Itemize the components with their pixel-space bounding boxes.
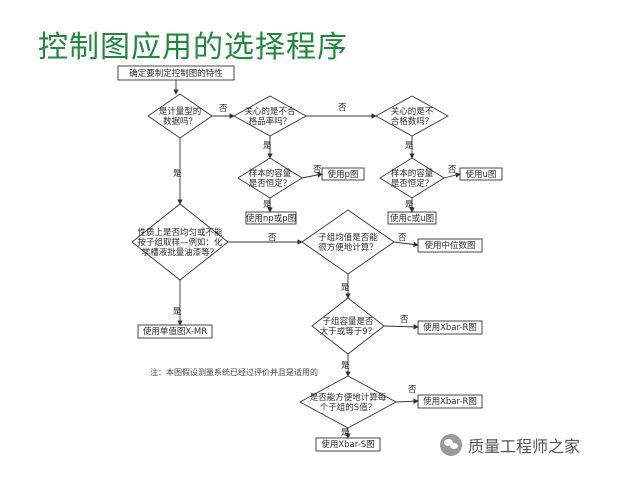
- use-u-text: 使用u图: [466, 169, 497, 180]
- edge-label-no-1: 否: [219, 104, 228, 114]
- use-xbar-s-text: 使用Xbar-S图: [321, 439, 374, 450]
- decision-homog-line2: 按子组取样—例如：化: [137, 237, 223, 248]
- decision-size9-line2: 大于或等于9？: [320, 326, 376, 337]
- edge-label-yes-6: 是: [173, 307, 182, 317]
- decision-rate-line1: 关心的是不合: [244, 106, 296, 117]
- edge-label-yes-9: 是: [341, 428, 350, 438]
- use-p-text: 使用p图: [328, 169, 359, 180]
- decision-calc-s-line2: 个子组的S值？: [320, 402, 376, 413]
- decision-sample2-line1: 样本的容量: [391, 168, 434, 179]
- edge-label-no-6: 否: [398, 233, 407, 243]
- edge-label-yes-1: 是: [263, 141, 272, 151]
- use-c-u-text: 使用c或u图: [390, 213, 434, 224]
- edge-label-yes-8: 是: [341, 361, 350, 371]
- decision-variable-line2: 数据吗？: [163, 116, 197, 127]
- use-median-text: 使用中位数图: [424, 240, 475, 251]
- edge-label-no-2: 否: [338, 103, 347, 113]
- watermark-text: 质量工程师之家: [468, 437, 581, 456]
- use-individual-text: 使用单值图X-MR: [143, 326, 207, 337]
- decision-median-line1: 子组均值是否能: [318, 232, 378, 243]
- decision-count-line1: 关心的是不: [391, 106, 434, 117]
- edge-label-no-7: 否: [400, 315, 409, 325]
- use-individual-box: [137, 324, 213, 339]
- decision-homog-line3: 学槽液批量油漆等？: [142, 247, 219, 258]
- page-title: 控制图应用的选择程序: [38, 30, 348, 65]
- edge-label-yes-7: 是: [341, 283, 350, 293]
- decision-calc-s-line1: 是否能方便地计算每: [310, 392, 387, 403]
- edge-label-yes-3: 是: [263, 200, 272, 210]
- decision-sample1-line2: 是否恒定？: [249, 178, 292, 189]
- decision-rate-line2: 格品率吗？: [249, 116, 292, 127]
- use-np-p-text: 使用np或p图: [246, 213, 296, 224]
- edge-label-no-4: 否: [448, 165, 457, 175]
- decision-sample1-line1: 样本的容量: [249, 168, 292, 179]
- decision-size9-line1: 子组容量是否: [322, 316, 374, 327]
- decision-median-line2: 很方便地计算？: [318, 242, 378, 253]
- decision-count-line2: 合格数吗？: [391, 116, 434, 127]
- edge-label-yes-2: 是: [405, 141, 414, 151]
- edge-label-yes-4: 是: [405, 200, 414, 210]
- decision-homog-line1: 性质上是否均匀或不能: [137, 227, 223, 238]
- note-text: 注：本图假设测量系统已经过评价并且是适用的: [150, 368, 318, 377]
- wechat-icon: [440, 434, 462, 456]
- edge-label-no-5: 否: [268, 233, 277, 243]
- edge-label-no-8: 否: [408, 385, 417, 395]
- watermark: 质量工程师之家: [440, 433, 580, 457]
- edge-label-yes-5: 是: [173, 169, 182, 179]
- decision-variable-line1: 是计量型的: [159, 106, 202, 117]
- use-xbar-r-text-2: 使用Xbar-R图: [423, 396, 477, 407]
- use-xbar-r-text: 使用Xbar-R图: [423, 322, 477, 333]
- decision-sample2-line2: 是否恒定？: [391, 178, 434, 189]
- edge-label-no-3: 否: [313, 165, 322, 175]
- start-text: 确定要制定控制图的特性: [129, 68, 223, 79]
